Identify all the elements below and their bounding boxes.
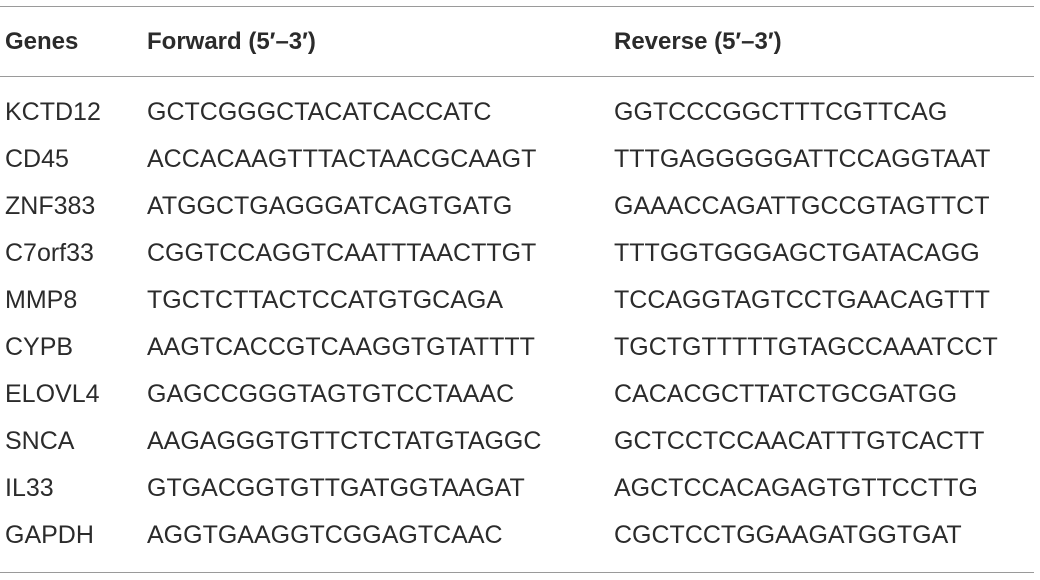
cell-forward: ACCACAAGTTTACTAACGCAAGT [147,145,537,173]
cell-gene: ELOVL4 [5,380,100,408]
cell-gene: IL33 [5,474,54,502]
cell-forward: GCTCGGGCTACATCACCATC [147,98,492,126]
header-reverse: Reverse (5′–3′) [614,28,782,55]
cell-forward: GTGACGGTGTTGATGGTAAGAT [147,474,525,502]
cell-reverse: TCCAGGTAGTCCTGAACAGTTT [614,286,990,314]
table-row: KCTD12 GCTCGGGCTACATCACCATC GGTCCCGGCTTT… [0,92,1034,132]
table-row: SNCA AAGAGGGTGTTCTCTATGTAGGC GCTCCTCCAAC… [0,421,1034,461]
cell-gene: CYPB [5,333,74,361]
cell-gene: C7orf33 [5,239,94,267]
table-row: IL33 GTGACGGTGTTGATGGTAAGAT AGCTCCACAGAG… [0,468,1034,508]
table-header-rule [0,76,1034,77]
table-row: ZNF383 ATGGCTGAGGGATCAGTGATG GAAACCAGATT… [0,186,1034,226]
table-row: ELOVL4 GAGCCGGGTAGTGTCCTAAAC CACACGCTTAT… [0,374,1034,414]
table-row: CYPB AAGTCACCGTCAAGGTGTATTTT TGCTGTTTTTG… [0,327,1034,367]
table-bottom-rule [0,572,1034,573]
cell-gene: KCTD12 [5,98,101,126]
cell-reverse: TGCTGTTTTTGTAGCCAAATCCT [614,333,998,361]
table-row: C7orf33 CGGTCCAGGTCAATTTAACTTGT TTTGGTGG… [0,233,1034,273]
cell-gene: CD45 [5,145,69,173]
cell-reverse: GAAACCAGATTGCCGTAGTTCT [614,192,990,220]
cell-reverse: TTTGGTGGGAGCTGATACAGG [614,239,980,267]
cell-forward: AAGTCACCGTCAAGGTGTATTTT [147,333,535,361]
cell-reverse: CACACGCTTATCTGCGATGG [614,380,958,408]
cell-gene: ZNF383 [5,192,96,220]
cell-reverse: GGTCCCGGCTTTCGTTCAG [614,98,948,126]
cell-forward: AGGTGAAGGTCGGAGTCAAC [147,521,503,549]
header-genes: Genes [5,28,79,55]
cell-forward: GAGCCGGGTAGTGTCCTAAAC [147,380,515,408]
table-row: MMP8 TGCTCTTACTCCATGTGCAGA TCCAGGTAGTCCT… [0,280,1034,320]
cell-reverse: GCTCCTCCAACATTTGTCACTT [614,427,985,455]
header-forward: Forward (5′–3′) [147,28,316,55]
cell-reverse: TTTGAGGGGGATTCCAGGTAAT [614,145,991,173]
table-top-rule [0,6,1034,7]
cell-reverse: CGCTCCTGGAAGATGGTGAT [614,521,962,549]
cell-gene: SNCA [5,427,75,455]
cell-forward: CGGTCCAGGTCAATTTAACTTGT [147,239,537,267]
cell-forward: TGCTCTTACTCCATGTGCAGA [147,286,503,314]
cell-forward: AAGAGGGTGTTCTCTATGTAGGC [147,427,542,455]
cell-gene: GAPDH [5,521,94,549]
cell-forward: ATGGCTGAGGGATCAGTGATG [147,192,513,220]
table-header-row: Genes Forward (5′–3′) Reverse (5′–3′) [0,22,1034,62]
cell-reverse: AGCTCCACAGAGTGTTCCTTG [614,474,978,502]
table-row: GAPDH AGGTGAAGGTCGGAGTCAAC CGCTCCTGGAAGA… [0,515,1034,555]
cell-gene: MMP8 [5,286,78,314]
table-row: CD45 ACCACAAGTTTACTAACGCAAGT TTTGAGGGGGA… [0,139,1034,179]
